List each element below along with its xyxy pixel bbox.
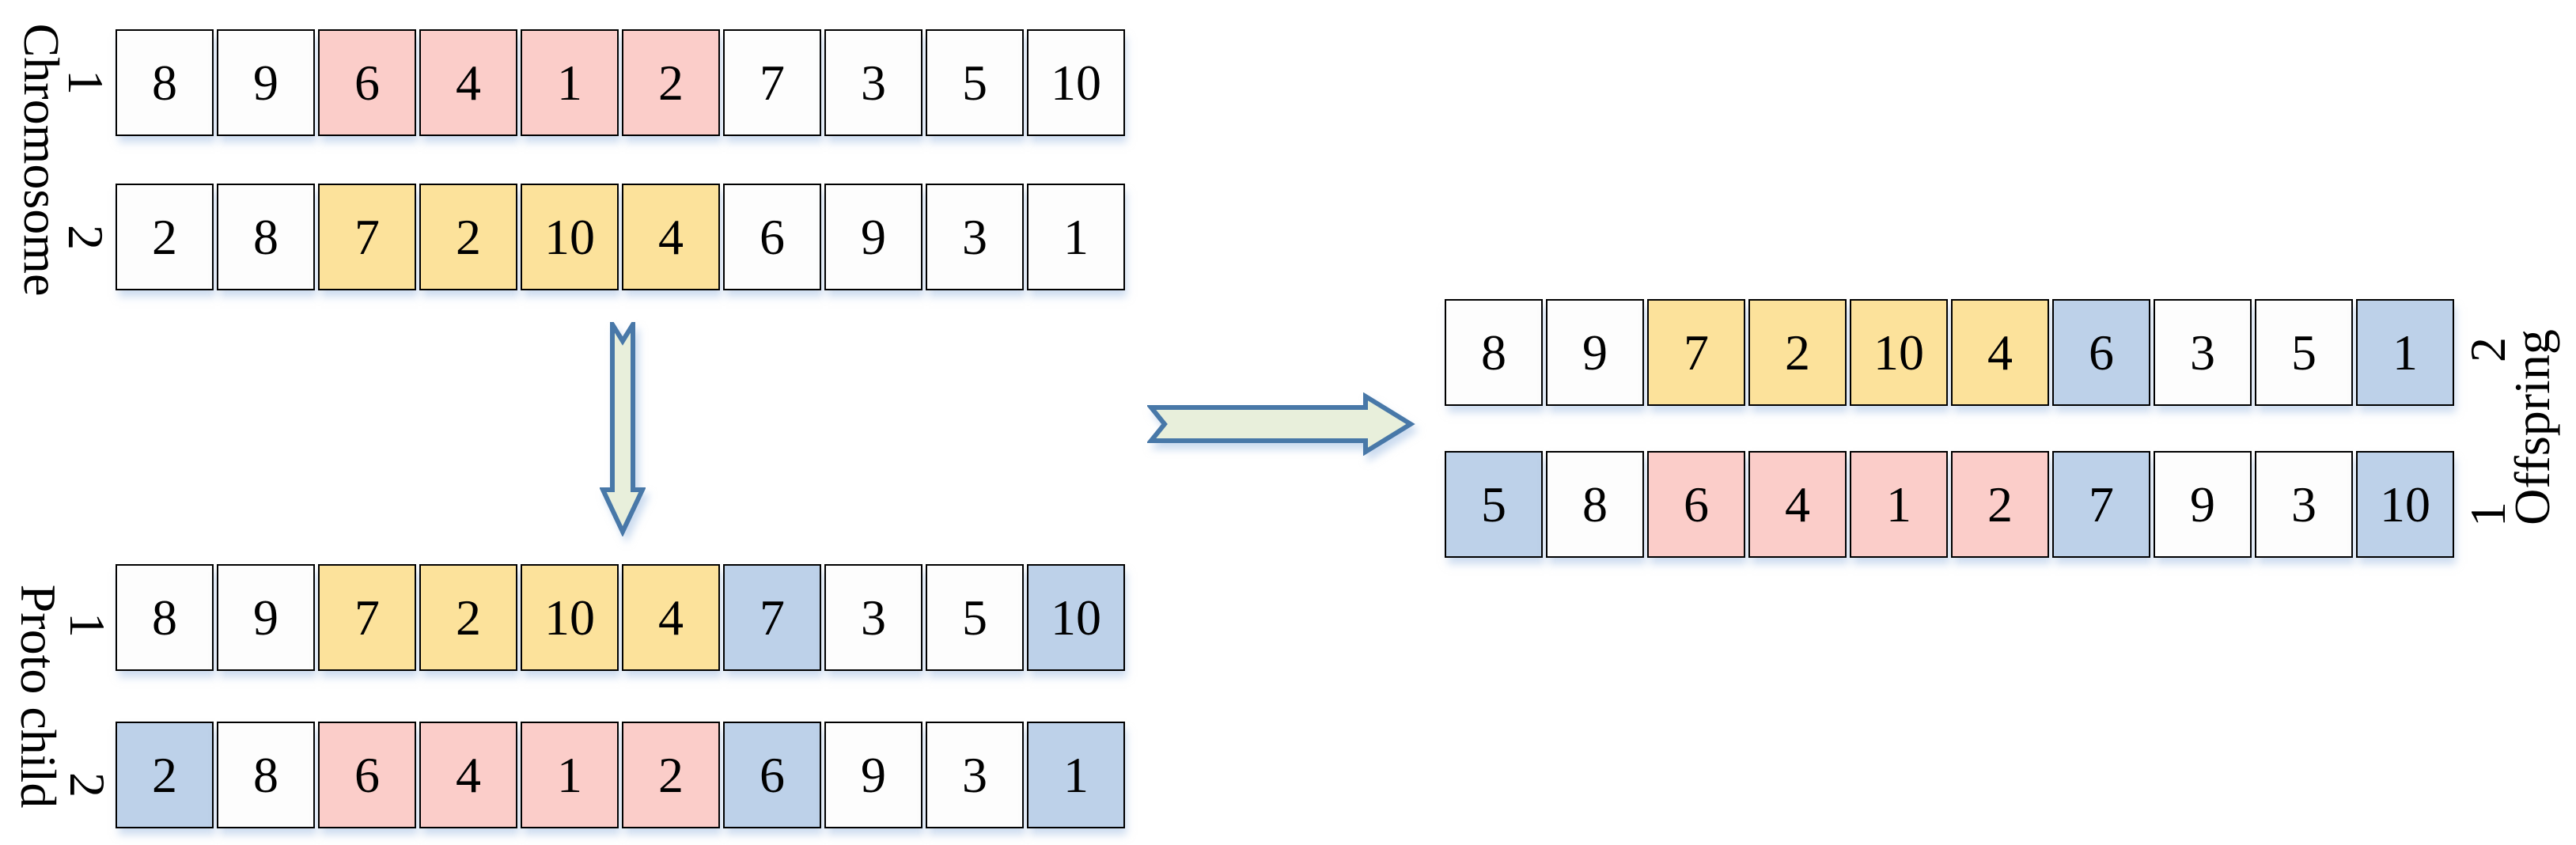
chromosome-row-2: 2 8 7 2 10 4 6 9 3 1 (116, 184, 1125, 290)
gene-cell: 8 (217, 184, 315, 290)
gene-cell: 3 (824, 29, 922, 136)
gene-cell: 8 (1546, 451, 1644, 558)
gene-cell: 4 (622, 184, 720, 290)
gene-cell: 9 (824, 184, 922, 290)
gene-cell: 6 (723, 184, 821, 290)
proto-child-row2-index: 2 (59, 772, 116, 798)
gene-cell: 2 (419, 184, 517, 290)
gene-cell: 4 (419, 29, 517, 136)
gene-cell: 2 (1951, 451, 2049, 558)
gene-cell: 1 (1850, 451, 1948, 558)
gene-cell: 1 (2356, 299, 2454, 406)
gene-cell: 8 (217, 722, 315, 828)
gene-cell: 10 (2356, 451, 2454, 558)
gene-cell: 3 (824, 564, 922, 671)
gene-cell: 6 (723, 722, 821, 828)
gene-cell: 7 (723, 564, 821, 671)
gene-cell: 4 (419, 722, 517, 828)
gene-cell: 1 (521, 29, 619, 136)
gene-cell: 9 (824, 722, 922, 828)
down-arrow-icon (600, 322, 646, 536)
gene-cell: 7 (318, 564, 416, 671)
gene-cell: 6 (318, 722, 416, 828)
proto-child-row-2: 2 8 6 4 1 2 6 9 3 1 (116, 722, 1125, 828)
gene-cell: 8 (1445, 299, 1543, 406)
proto-child-row1-index: 1 (59, 612, 116, 638)
gene-cell: 6 (1647, 451, 1745, 558)
proto-child-row-1: 8 9 7 2 10 4 7 3 5 10 (116, 564, 1125, 671)
gene-cell: 7 (723, 29, 821, 136)
gene-cell: 6 (2052, 299, 2150, 406)
gene-cell: 9 (1546, 299, 1644, 406)
gene-cell: 7 (1647, 299, 1745, 406)
chromosome-row1-index: 1 (58, 70, 114, 95)
gene-cell: 2 (622, 722, 720, 828)
gene-cell: 5 (926, 29, 1024, 136)
gene-cell: 7 (2052, 451, 2150, 558)
gene-cell: 10 (521, 184, 619, 290)
gene-cell: 3 (2255, 451, 2353, 558)
offspring-row1-index: 1 (2460, 502, 2516, 527)
gene-cell: 1 (1027, 722, 1125, 828)
gene-cell: 2 (116, 184, 214, 290)
gene-cell: 10 (1027, 564, 1125, 671)
chromosome-row-1: 8 9 6 4 1 2 7 3 5 10 (116, 29, 1125, 136)
gene-cell: 6 (318, 29, 416, 136)
gene-cell: 10 (521, 564, 619, 671)
gene-cell: 9 (217, 564, 315, 671)
gene-cell: 9 (217, 29, 315, 136)
gene-cell: 4 (622, 564, 720, 671)
gene-cell: 2 (116, 722, 214, 828)
gene-cell: 5 (926, 564, 1024, 671)
gene-cell: 10 (1027, 29, 1125, 136)
gene-cell: 7 (318, 184, 416, 290)
gene-cell: 8 (116, 29, 214, 136)
gene-cell: 5 (1445, 451, 1543, 558)
offspring-row-1: 5 8 6 4 1 2 7 9 3 10 (1445, 451, 2454, 558)
gene-cell: 2 (419, 564, 517, 671)
gene-cell: 3 (926, 722, 1024, 828)
gene-cell: 1 (1027, 184, 1125, 290)
right-arrow-icon (1147, 392, 1415, 456)
offspring-row2-index: 2 (2460, 337, 2516, 362)
gene-cell: 2 (1748, 299, 1847, 406)
gene-cell: 5 (2255, 299, 2353, 406)
chromosome-row2-index: 2 (58, 225, 114, 250)
gene-cell: 4 (1748, 451, 1847, 558)
gene-cell: 3 (2154, 299, 2252, 406)
gene-cell: 4 (1951, 299, 2049, 406)
gene-cell: 3 (926, 184, 1024, 290)
offspring-row-2: 8 9 7 2 10 4 6 3 5 1 (1445, 299, 2454, 406)
gene-cell: 10 (1850, 299, 1948, 406)
gene-cell: 9 (2154, 451, 2252, 558)
gene-cell: 2 (622, 29, 720, 136)
gene-cell: 8 (116, 564, 214, 671)
chromosome-group-label: Chromosome (13, 23, 70, 297)
gene-cell: 1 (521, 722, 619, 828)
